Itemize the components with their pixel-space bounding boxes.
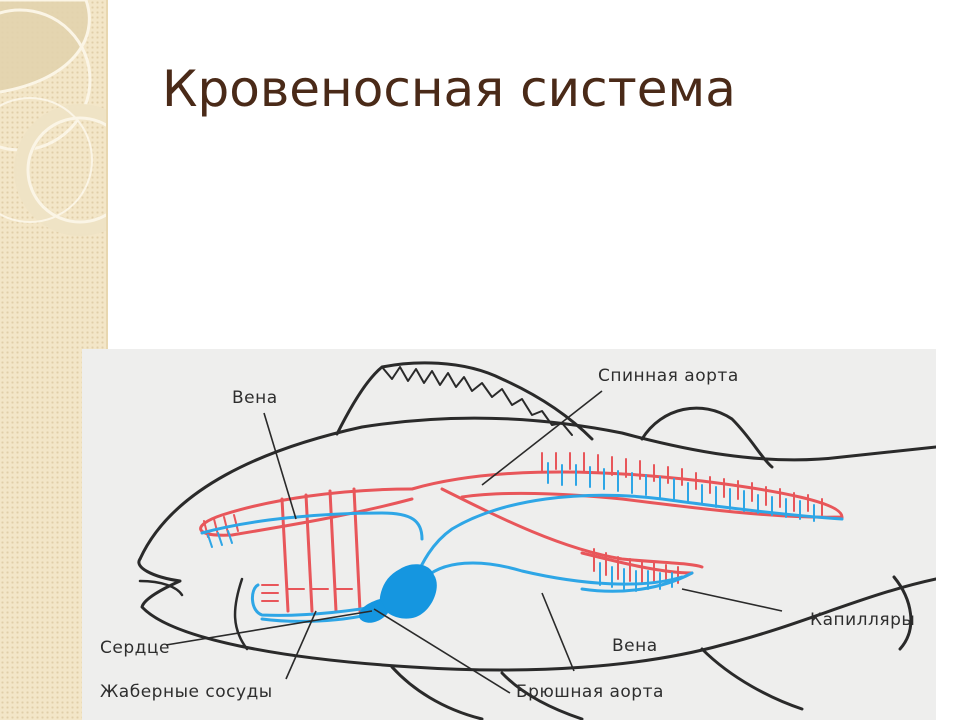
label-vein-bottom: Вена [612,636,658,656]
label-ventral-aorta: Брюшная аорта [516,682,664,702]
veins [200,462,844,623]
label-dorsal-aorta: Спинная аорта [598,366,739,386]
label-gill-vessels: Жаберные сосуды [100,682,273,702]
slide-title: Кровеносная система [162,60,736,118]
leader-lines [165,390,783,694]
heart [359,564,437,623]
fish-outline [137,361,936,720]
label-capillaries: Капилляры [810,610,915,630]
fish-circulatory-diagram: Вена Спинная аорта Капилляры Сердце Вена… [82,349,936,720]
label-vein-top: Вена [232,388,278,408]
decorative-circles [0,0,106,236]
label-heart: Сердце [100,638,170,658]
